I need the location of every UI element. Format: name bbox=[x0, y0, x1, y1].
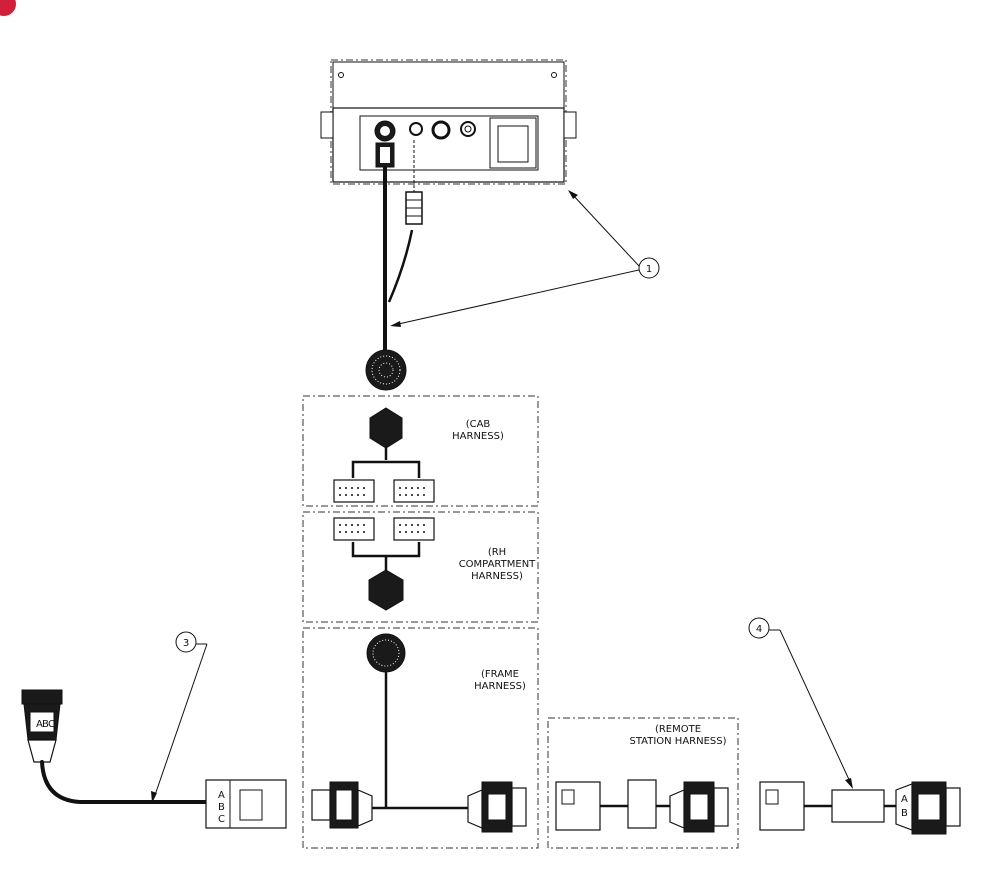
callout-1: 1 bbox=[390, 190, 660, 327]
console-unit bbox=[320, 59, 577, 185]
frame-harness-box: (FRAME HARNESS) bbox=[302, 627, 539, 849]
rh-harness-label-line3: HARNESS) bbox=[471, 571, 523, 582]
remote-station-harness-box: (REMOTE STATION HARNESS) bbox=[547, 717, 739, 849]
item-4-cable: A B bbox=[759, 781, 961, 835]
plug-pin-a: A bbox=[36, 719, 43, 730]
round-connector-top bbox=[365, 349, 407, 391]
callout-3-number: 3 bbox=[183, 638, 189, 649]
connector-pin-a: A bbox=[218, 790, 225, 801]
corner-badge bbox=[0, 0, 16, 16]
callout-1-number: 1 bbox=[646, 264, 652, 275]
connector-pin-b: B bbox=[218, 802, 225, 813]
frame-harness-label-line2: HARNESS) bbox=[474, 681, 526, 692]
right-pin-a: A bbox=[901, 794, 908, 805]
cab-harness-box: (CAB HARNESS) bbox=[302, 395, 539, 507]
cab-harness-label-line1: (CAB bbox=[466, 419, 491, 430]
rh-harness-label-line1: (RH bbox=[488, 547, 506, 558]
plug-pin-b: B bbox=[42, 719, 49, 730]
callout-4: 4 bbox=[748, 617, 853, 789]
item-3-cable: A B C A B C bbox=[21, 689, 287, 829]
right-pin-b: B bbox=[901, 808, 908, 819]
plug-pin-c: C bbox=[48, 719, 55, 730]
remote-harness-label-line2: STATION HARNESS) bbox=[629, 736, 726, 747]
rh-compartment-harness-box: (RH COMPARTMENT HARNESS) bbox=[302, 511, 539, 623]
callout-3: 3 bbox=[151, 631, 208, 803]
remote-harness-label-line1: (REMOTE bbox=[655, 724, 701, 735]
cab-harness-label-line2: HARNESS) bbox=[452, 431, 504, 442]
rh-harness-label-line2: COMPARTMENT bbox=[459, 559, 536, 570]
callout-4-number: 4 bbox=[756, 624, 762, 635]
frame-harness-label-line1: (FRAME bbox=[481, 669, 519, 680]
console-cables bbox=[375, 140, 423, 352]
connector-pin-c: C bbox=[218, 814, 225, 825]
